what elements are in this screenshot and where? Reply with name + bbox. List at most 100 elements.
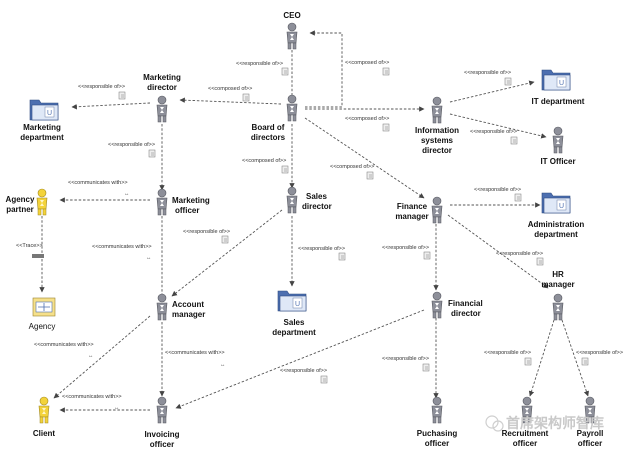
node-label: manager — [541, 280, 574, 289]
node-label: officer — [175, 206, 199, 215]
trace-icon — [32, 254, 44, 258]
rel-findir-purch: <<responsible of>> — [382, 356, 429, 362]
node-it-department[interactable]: IT department — [532, 69, 585, 106]
node-label: IT department — [532, 97, 585, 106]
edge-hr-payroll — [561, 319, 589, 397]
actor-icon — [156, 95, 168, 123]
relation-icon — [320, 375, 328, 384]
node-label: Marketing — [23, 123, 61, 132]
node-it-officer[interactable]: IT Officer — [540, 126, 576, 166]
relation-icon — [118, 91, 126, 100]
watermark: 首席架构师智库 — [485, 415, 604, 432]
node-marketing-officer[interactable]: Marketing officer — [156, 188, 210, 216]
node-board[interactable]: Board of directors — [251, 94, 298, 142]
node-administration-department[interactable]: Administration department — [528, 192, 585, 239]
edges — [39, 30, 589, 413]
node-sales-department[interactable]: Sales department — [272, 290, 316, 337]
comm-arrows: ↔ — [124, 191, 130, 197]
node-label: CEO — [283, 11, 300, 20]
actor-icon — [156, 293, 168, 321]
node-label: systems — [421, 136, 454, 145]
node-label: IT Officer — [540, 157, 575, 166]
relation-icon — [504, 77, 512, 86]
rel-finmgr-findir: <<responsible of>> — [382, 245, 429, 251]
node-marketing-department[interactable]: Marketing department — [20, 99, 64, 142]
node-label: Marketing — [172, 196, 210, 205]
actor-icon — [38, 396, 50, 424]
node-sales-director[interactable]: Sales director — [286, 186, 332, 214]
node-label: director — [422, 146, 452, 155]
rel-salesdir-accmgr: <<responsible of>> — [183, 229, 230, 235]
relation-icon — [422, 363, 430, 372]
node-hr-manager[interactable]: HR manager — [541, 270, 575, 321]
node-label: officer — [513, 439, 537, 448]
node-label: HR — [552, 270, 564, 279]
rel-isdir-itdept: <<responsible of>> — [464, 70, 511, 76]
actor-icon — [431, 291, 443, 319]
folder-icon — [541, 69, 571, 91]
actor-icon — [552, 293, 564, 321]
relation-icon — [514, 193, 522, 202]
node-label: Recruitment — [502, 429, 549, 438]
relation-icon — [581, 357, 589, 366]
node-ceo[interactable]: CEO — [283, 11, 301, 50]
node-label: Payroll — [577, 429, 604, 438]
wechat-icon — [485, 415, 499, 429]
node-agency[interactable]: Agency — [29, 297, 56, 331]
node-financial-director[interactable]: Financial director — [431, 291, 483, 319]
folder-icon — [277, 290, 307, 312]
node-finance-manager[interactable]: Finance manager — [395, 196, 443, 224]
node-label: department — [534, 230, 578, 239]
edge-mkdir-mkdept — [71, 102, 151, 110]
rel-board-finmgr: <<composed of>> — [330, 164, 374, 170]
node-payroll-officer[interactable]: Payroll officer — [577, 396, 604, 448]
edge-board-ceo-composed — [305, 30, 343, 108]
rel-finmgr-admin: <<responsible of>> — [474, 187, 521, 193]
rel-board-ceo: <<composed of>> — [345, 60, 389, 66]
rel-hr-recruitment: <<responsible of>> — [484, 350, 531, 356]
node-label: Sales — [284, 318, 305, 327]
relation-labels: <<responsible of>> <<composed of>> <<res… — [16, 60, 623, 411]
folder-icon — [29, 99, 59, 121]
actor-icon — [431, 196, 443, 224]
relation-icon — [510, 136, 518, 145]
relation-icon — [536, 257, 544, 266]
relation-icon — [524, 357, 532, 366]
node-puchasing-officer[interactable]: Puchasing officer — [417, 396, 458, 448]
node-label: officer — [150, 440, 174, 449]
rel-mkofficer-agency: <<communicates with>> — [68, 180, 128, 186]
node-marketing-director[interactable]: Marketing director — [143, 73, 181, 123]
comm-arrows: ↔ — [114, 405, 120, 411]
edge-isdir-itofficer — [449, 113, 547, 139]
actor-icon — [156, 188, 168, 216]
node-invoicing-officer[interactable]: Invoicing officer — [144, 396, 180, 449]
node-label: Financial — [448, 299, 483, 308]
node-account-manager[interactable]: Account manager — [156, 293, 205, 321]
edge-findir-invoicing — [175, 309, 425, 409]
relation-icon — [382, 123, 390, 132]
rel-mkdir-mkdept: <<responsible of>> — [78, 84, 125, 90]
folder-icon — [541, 192, 571, 214]
rel-ceo-board: <<responsible of>> — [236, 61, 283, 67]
relation-icon — [366, 171, 374, 180]
rel-findir-invoicing: <<responsible of>> — [280, 368, 327, 374]
node-recruitment-officer[interactable]: Recruitment officer — [502, 396, 549, 448]
rel-agency-accmgr: <<communicates with>> — [92, 244, 152, 250]
actor-icon — [36, 188, 48, 216]
actor-icon — [156, 396, 168, 424]
node-client[interactable]: Client — [33, 396, 56, 438]
rel-isdir-itofficer: <<responsible of>> — [470, 129, 517, 135]
node-label: Puchasing — [417, 429, 458, 438]
node-agency-partner[interactable]: Agency partner — [6, 188, 48, 216]
rel-salesdir-salesdept: <<responsible of>> — [298, 246, 345, 252]
edge-isdir-itdept — [449, 80, 535, 103]
node-label: director — [451, 309, 481, 318]
node-is-director[interactable]: Information systems director — [415, 96, 459, 155]
comm-arrows: ↔ — [88, 353, 94, 359]
node-label: Finance — [397, 202, 428, 211]
rel-finmgr-hr: <<responsible of>> — [496, 251, 543, 257]
comm-arrows: ↔ — [146, 255, 152, 261]
watermark-text: 首席架构师智库 — [506, 415, 604, 431]
edge-finmgr-hrmgr — [447, 214, 549, 289]
